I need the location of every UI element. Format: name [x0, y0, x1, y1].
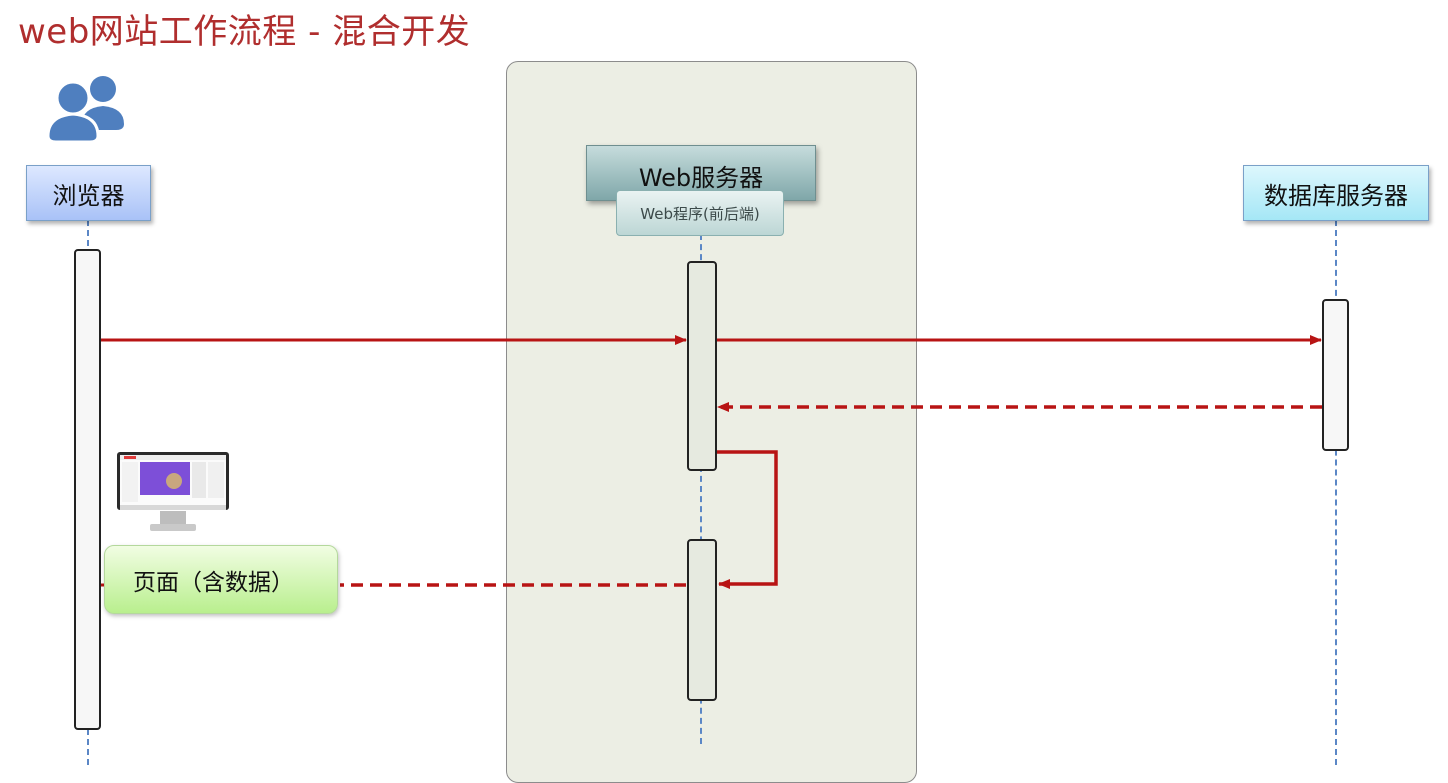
db-server-actor: 数据库服务器: [1243, 165, 1429, 221]
web-program-label: Web程序(前后端): [616, 190, 784, 236]
web-activation-1: [687, 261, 717, 471]
self-call-arrow: [717, 450, 778, 589]
users-icon: [46, 76, 124, 144]
browser-actor: 浏览器: [26, 165, 151, 221]
db-server-lifeline: [1335, 220, 1337, 765]
page-title: web网站工作流程 - 混合开发: [18, 12, 471, 52]
web-activation-2: [687, 539, 717, 701]
monitor-icon: [117, 452, 229, 531]
response-page-label: 页面（含数据）: [104, 545, 338, 614]
db-activation: [1322, 299, 1349, 451]
message-arrows: [101, 335, 1322, 589]
web-server-lifeline: [700, 234, 702, 744]
browser-activation: [74, 249, 101, 730]
